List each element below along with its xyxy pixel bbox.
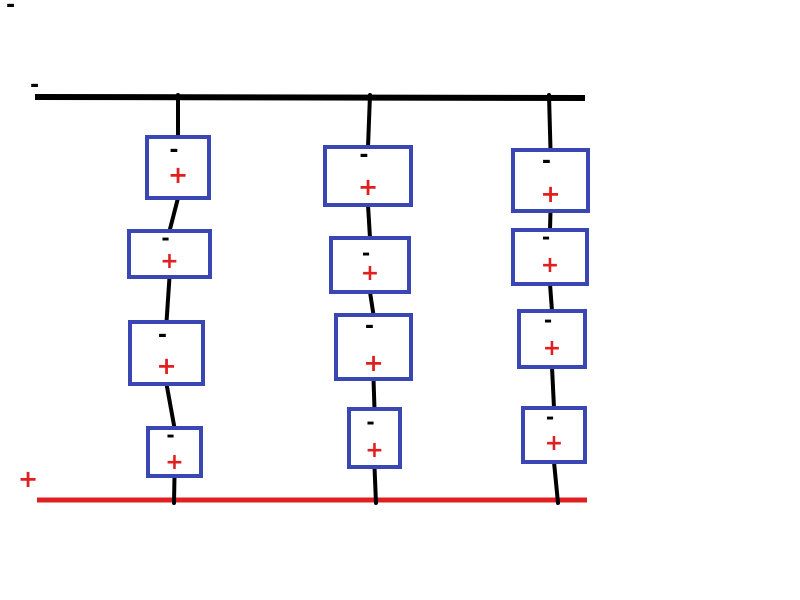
battery-positive-terminal-label: +	[160, 249, 178, 274]
battery-cell-s2-c3: -+	[334, 313, 413, 381]
negative-bus-bar	[34, 94, 586, 101]
battery-cell-s3-c4: -+	[521, 405, 587, 464]
string-1-link-wire-3	[164, 382, 177, 430]
battery-positive-terminal-label: +	[168, 161, 188, 189]
battery-cell-s3-c1: -+	[511, 148, 590, 213]
battery-negative-terminal-label: -	[542, 225, 550, 249]
battery-positive-terminal-label: +	[541, 253, 559, 278]
battery-negative-terminal-label: -	[365, 314, 374, 339]
battery-box	[145, 135, 211, 200]
string-3-bottom-wire	[552, 460, 560, 505]
battery-cell-s2-c2: -+	[329, 236, 411, 294]
battery-cell-s1-c3: -+	[128, 320, 205, 386]
battery-box	[127, 229, 212, 279]
negative-bus-label: -	[30, 73, 39, 98]
battery-box	[323, 145, 413, 207]
string-2-bottom-wire	[372, 465, 378, 505]
battery-positive-terminal-label: +	[543, 336, 561, 361]
string-3-link-wire-1	[548, 209, 553, 232]
battery-cell-s3-c3: -+	[517, 308, 587, 369]
battery-positive-terminal-label: +	[365, 438, 383, 463]
battery-box	[517, 309, 587, 369]
battery-cell-s3-c2: -+	[511, 225, 589, 286]
battery-negative-terminal-label: -	[362, 241, 370, 265]
positive-bus-label: +	[18, 465, 38, 493]
battery-positive-terminal-label: +	[358, 173, 378, 201]
battery-positive-terminal-label: +	[361, 261, 379, 286]
battery-negative-terminal-label: -	[359, 143, 368, 168]
battery-negative-terminal-label: -	[544, 308, 552, 332]
battery-negative-terminal-label: -	[161, 226, 169, 250]
string-3-link-wire-2	[548, 282, 554, 313]
corner-minus-label: -	[6, 0, 15, 18]
battery-box	[329, 236, 411, 294]
string-2-top-wire	[366, 93, 372, 149]
string-2-link-wire-2	[368, 290, 376, 317]
battery-cell-s1-c2: -+	[127, 226, 212, 279]
string-wires	[164, 93, 560, 505]
battery-box	[128, 320, 205, 386]
battery-cell-s2-c1: -+	[323, 143, 413, 207]
battery-box	[334, 313, 413, 381]
battery-box	[521, 406, 587, 464]
string-3-link-wire-3	[550, 365, 556, 410]
battery-cell-s1-c4: -+	[146, 423, 203, 478]
string-1-link-wire-1	[167, 196, 180, 233]
battery-negative-terminal-label: -	[366, 410, 374, 434]
battery-negative-terminal-label: -	[169, 138, 178, 163]
string-1-bottom-wire	[172, 474, 177, 505]
battery-positive-terminal-label: +	[545, 431, 563, 456]
battery-cell-s2-c4: -+	[347, 407, 402, 469]
battery-negative-terminal-label: -	[166, 423, 174, 447]
battery-positive-terminal-label: +	[363, 349, 383, 377]
string-1-link-wire-2	[164, 275, 172, 324]
battery-box	[511, 148, 590, 213]
battery-box	[347, 407, 402, 469]
battery-positive-terminal-label: +	[156, 352, 176, 380]
string-2-link-wire-3	[371, 377, 377, 411]
battery-box	[146, 426, 203, 478]
battery-negative-terminal-label: -	[546, 405, 554, 429]
battery-box	[511, 228, 589, 286]
battery-negative-terminal-label: -	[158, 323, 167, 348]
battery-negative-terminal-label: -	[542, 149, 551, 174]
battery-cell-s1-c1: -+	[145, 135, 211, 200]
string-3-top-wire	[547, 93, 553, 152]
battery-positive-terminal-label: +	[165, 450, 183, 475]
battery-cells: -+-+-+-+-+-+-+-+-+-+-+-+	[127, 135, 590, 478]
battery-positive-terminal-label: +	[540, 180, 560, 208]
string-2-link-wire-1	[366, 203, 372, 240]
